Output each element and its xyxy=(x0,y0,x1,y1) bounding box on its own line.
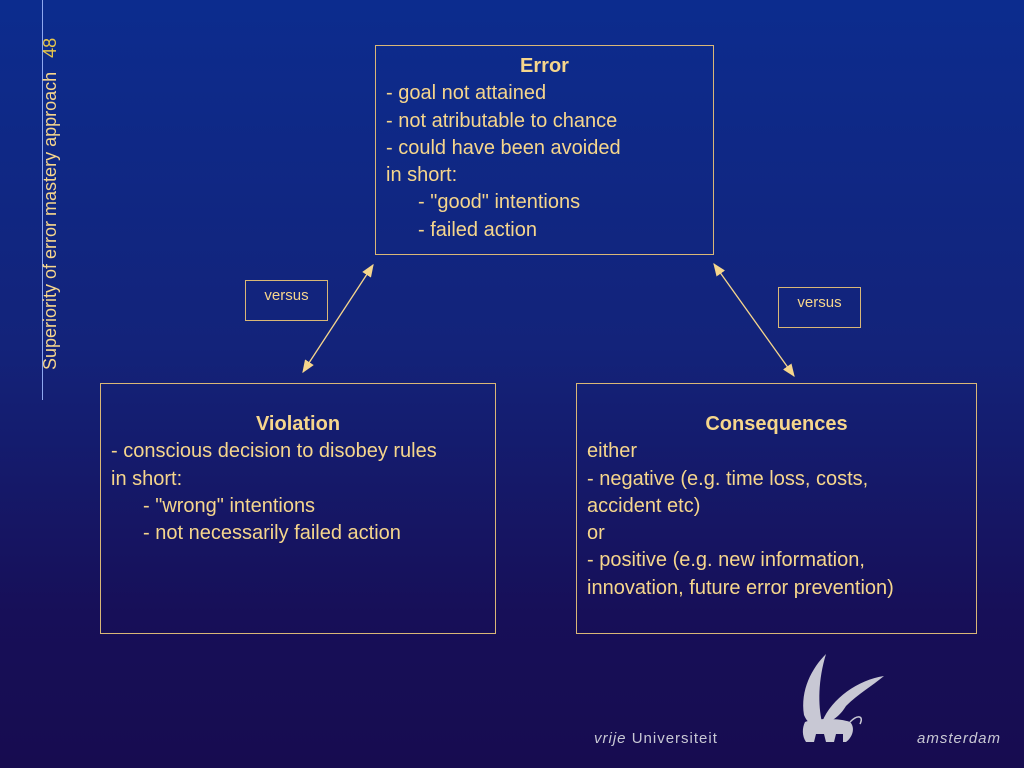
arrow-error-consequences xyxy=(713,262,795,378)
consequences-title: Consequences xyxy=(705,413,848,435)
footer-universiteit: Universiteit xyxy=(631,730,718,747)
violation-line: - "wrong" intentions xyxy=(143,494,316,517)
violation-line: - conscious decision to disobey rules xyxy=(111,440,437,463)
violation-line: in short: xyxy=(111,467,183,490)
footer-university: vrije Universiteit xyxy=(594,730,718,747)
arrow-error-violation xyxy=(302,263,374,374)
violation-title: Violation xyxy=(255,413,341,435)
error-line: - not atributable to chance xyxy=(386,109,618,132)
consequences-line: or xyxy=(587,522,605,545)
footer-amsterdam: amsterdam xyxy=(917,730,1002,747)
consequences-line: - negative (e.g. time loss, costs, xyxy=(587,467,869,490)
error-title: Error xyxy=(520,55,569,77)
consequences-line: innovation, future error prevention) xyxy=(587,576,894,599)
violation-line: - not necessarily failed action xyxy=(143,522,401,545)
consequences-line: either xyxy=(587,440,638,463)
error-line: - failed action xyxy=(418,218,537,241)
consequences-line: - positive (e.g. new information, xyxy=(587,549,865,572)
error-line: - goal not attained xyxy=(386,82,547,105)
griffin-logo xyxy=(802,654,884,742)
error-line: - could have been avoided xyxy=(386,136,621,159)
consequences-line: accident etc) xyxy=(587,494,701,517)
footer-vrije: vrije xyxy=(594,730,627,747)
title-rule xyxy=(42,0,43,400)
violation-box: Violation - conscious decision to disobe… xyxy=(100,383,496,634)
error-line: - "good" intentions xyxy=(418,191,581,214)
consequences-box: Consequences either - negative (e.g. tim… xyxy=(576,383,977,634)
error-line: in short: xyxy=(386,164,458,187)
error-box: Error - goal not attained - not atributa… xyxy=(375,45,714,255)
